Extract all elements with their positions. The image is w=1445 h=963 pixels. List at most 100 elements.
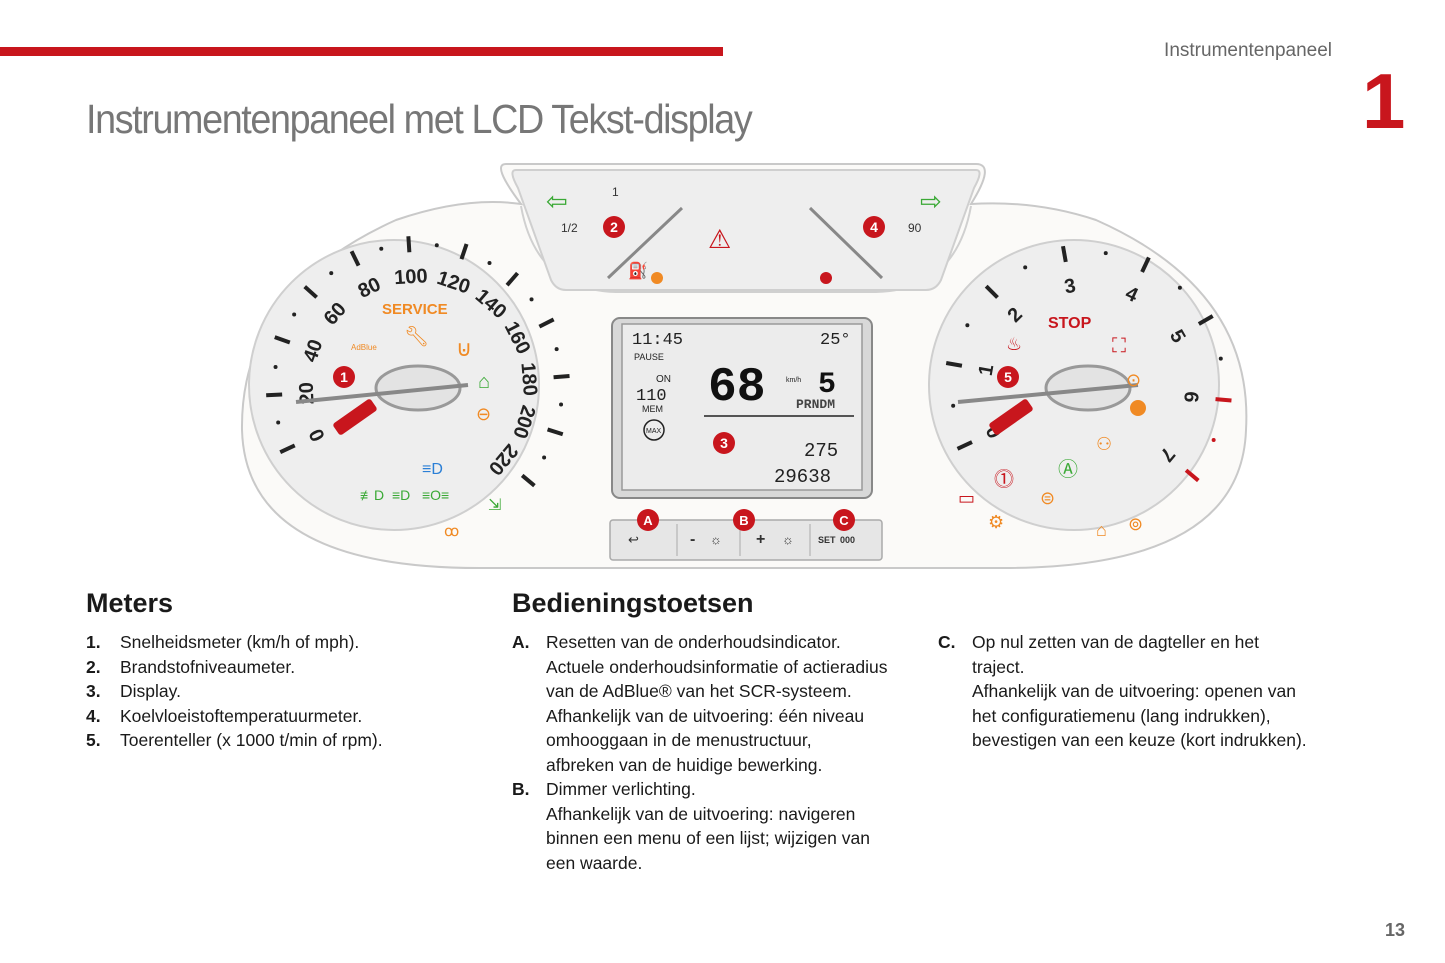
list-item-key: 5. [86, 730, 101, 750]
park-assist-icon: ⇲ [488, 497, 501, 514]
callout-badge [603, 216, 625, 238]
list-item-key: 3. [86, 681, 101, 701]
dial-tick [279, 443, 296, 455]
button-a-back-icon: ↩ [628, 532, 639, 547]
list-item-text: Brandstofniveaumeter. [120, 656, 296, 677]
abs-icon: ⊚ [1128, 514, 1143, 534]
controls-list-left: A. Resetten van de onderhoudsindicator. A… [512, 630, 922, 875]
dial-tick [1061, 245, 1068, 263]
list-item-text: Resetten van de onderhoudsindicator. Act… [546, 632, 888, 775]
cluster-inner-line [520, 205, 972, 293]
dipped-beam-icon: ≡D [392, 487, 410, 503]
brightness-up-icon: ☼ [782, 532, 794, 547]
list-item-text: Dimmer verlichting. Afhankelijk van de u… [546, 779, 870, 873]
dial-tick [505, 271, 520, 287]
button-callout-badge [733, 509, 755, 531]
dial-tick [546, 427, 564, 437]
callout-number: 3 [720, 435, 728, 451]
temp-90-label: 90 [908, 221, 922, 235]
meters-heading: Meters [86, 588, 174, 618]
lcd-time: 11:45 [632, 331, 683, 350]
glow-plug-icon: ꝏ [444, 523, 459, 540]
button-callout-letter: A [643, 513, 653, 528]
lcd-mem-label: MEM [642, 404, 663, 414]
list-item: 1.Snelheidsmeter (km/h of mph). [86, 630, 466, 655]
passenger-airbag-icon: ⚇ [1096, 434, 1112, 454]
lcd-max-badge [643, 419, 665, 441]
callout-badge [333, 366, 355, 388]
auto-hold-icon: Ⓐ [1058, 458, 1078, 481]
list-item: B.Dimmer verlichting. Afhankelijk van de… [512, 777, 922, 875]
dial-minor-tick [554, 347, 559, 352]
callout-number: 4 [870, 219, 878, 235]
list-item: 2. Brandstofniveaumeter. [86, 655, 466, 680]
button-callout-letter: B [739, 513, 748, 528]
dial-minor-tick [965, 323, 970, 328]
lcd-gear-selector: PRNDM [796, 397, 835, 412]
button-c-set: SET [818, 535, 836, 545]
tachometer-red-marker [989, 399, 1033, 435]
dial-tick [1140, 256, 1151, 273]
seatbelt-warning-icon: ⚠ [708, 224, 731, 254]
dial-minor-tick [1023, 265, 1028, 270]
callout-badge [997, 366, 1019, 388]
fuel-full-label: 1 [612, 185, 619, 199]
airbag-warning-dot [1130, 400, 1146, 416]
dial-tick [945, 361, 963, 368]
list-item-text: Op nul zetten van de dagteller en het tr… [972, 632, 1307, 750]
callout-number: 1 [340, 369, 348, 385]
button-c-zeros: 000 [840, 535, 855, 545]
lcd-pause-label: PAUSE [634, 352, 664, 362]
lcd-range: 275 [804, 440, 838, 462]
page-title: Instrumentenpaneel met LCD Tekst-display [86, 96, 753, 142]
esp-icon: ⌂ [1096, 520, 1107, 540]
dial-minor-tick [1103, 251, 1108, 256]
adblue-icon: AdBlue [351, 343, 377, 352]
lcd-speed-limit: 110 [636, 387, 667, 406]
list-item: 5. Toerenteller (x 1000 t/min of rpm). [86, 728, 466, 753]
dial-minor-tick [276, 420, 281, 425]
dial-minor-tick [329, 271, 334, 276]
lcd-outside-temp: 25° [820, 331, 851, 350]
dial-label: 3 [1063, 275, 1078, 299]
speedometer-needle [295, 383, 469, 404]
dial-minor-tick [1218, 356, 1223, 361]
stop-warning-text: STOP [1048, 315, 1092, 332]
dial-minor-tick [542, 455, 547, 460]
button-callout-badge [637, 509, 659, 531]
dial-tick [274, 335, 291, 345]
dial-minor-tick [529, 297, 534, 302]
dial-tick [303, 285, 318, 299]
oil-pressure-icon: ♨ [1006, 334, 1022, 354]
meters-list: 1.Snelheidsmeter (km/h of mph).2. Brandst… [86, 630, 466, 753]
list-item-key: 4. [86, 705, 101, 726]
controls-heading: Bedieningstoetsen [512, 588, 754, 618]
battery-icon: ▭ [958, 488, 975, 508]
traction-icon: ⌂ [478, 371, 490, 393]
rear-fog-icon: ⊖ [476, 404, 491, 424]
list-item-text: Display. [120, 681, 181, 701]
dial-tick [1184, 468, 1200, 483]
list-item-text: Toerenteller (x 1000 t/min of rpm). [120, 730, 383, 750]
list-item-key: 2. [86, 656, 101, 677]
dial-tick [266, 392, 283, 398]
parking-brake-icon: ⊜ [1040, 488, 1055, 508]
temp-warning-dot [820, 272, 832, 284]
dial-tick [1215, 397, 1232, 403]
list-item-key: C. [938, 632, 956, 652]
callout-number: 2 [610, 219, 618, 235]
sidelights-icon: ≡O≡ [422, 487, 449, 503]
list-item: 4.Koelvloeistoftemperatuurmeter. [86, 704, 466, 729]
dial-tick [349, 250, 361, 267]
temp-needle [808, 206, 884, 280]
header-red-bar [0, 47, 723, 56]
dial-minor-tick [951, 403, 956, 408]
controls-list-right: C. Op nul zetten van de dagteller en het … [938, 630, 1358, 753]
dial-label: 1 [975, 363, 999, 378]
callout-badge [713, 432, 735, 454]
chapter-number: 1 [1362, 57, 1406, 145]
list-item-key: A. [512, 632, 530, 652]
front-fog-icon: ≢D [360, 487, 384, 503]
